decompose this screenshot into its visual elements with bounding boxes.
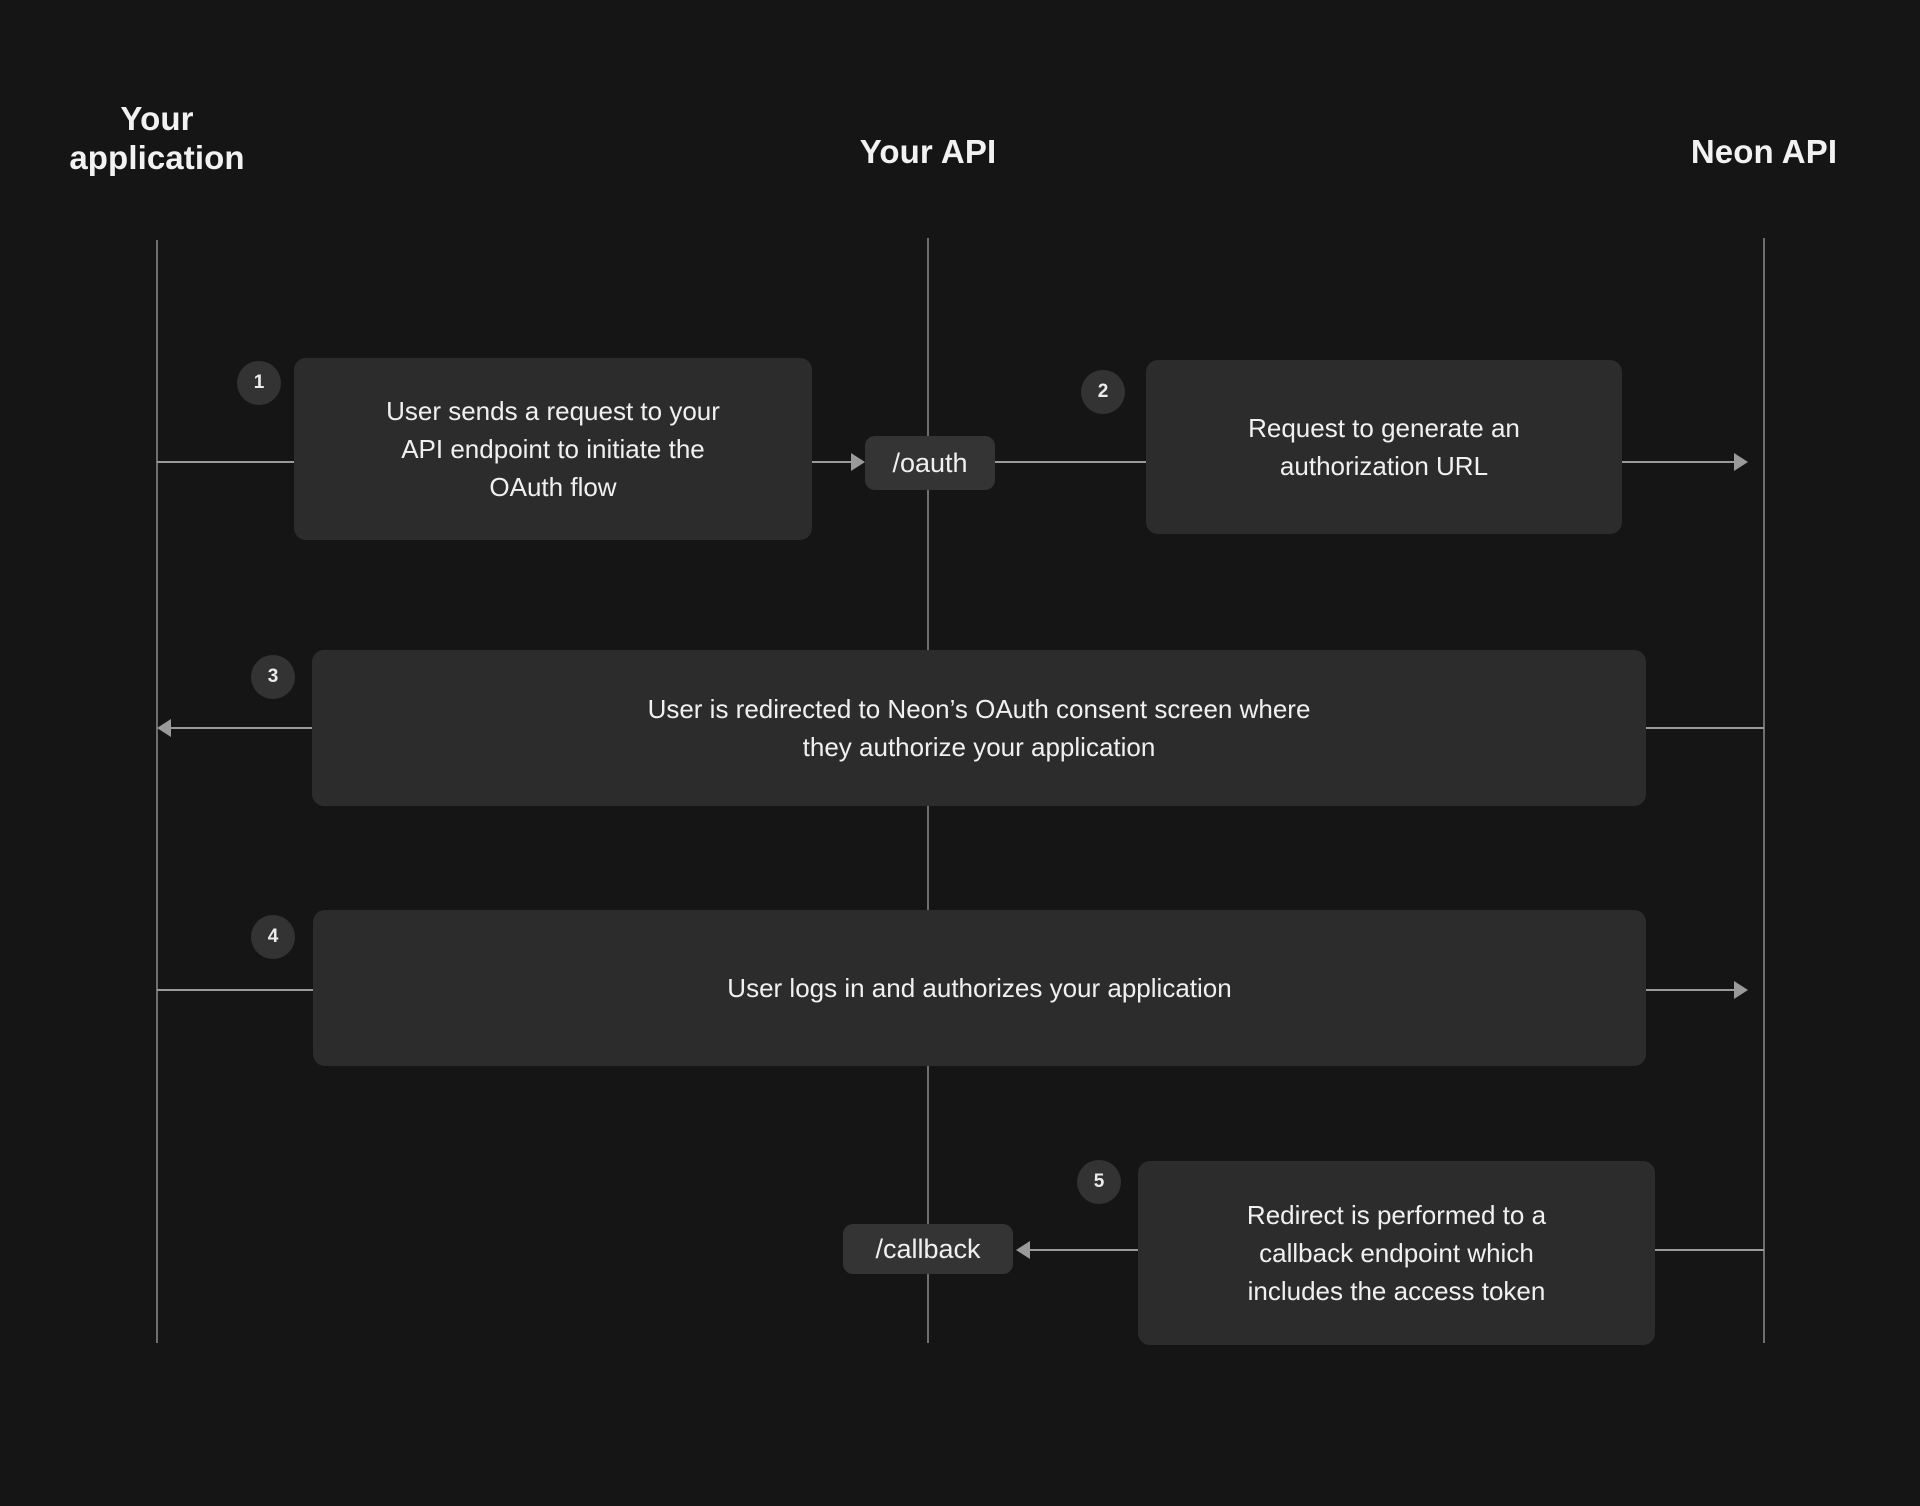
- step-4-badge: 4: [251, 915, 295, 959]
- step-4-number: 4: [267, 926, 279, 947]
- arrowhead-left-step-5: [1016, 1241, 1030, 1259]
- endpoint-pill-oauth-label: /oauth: [892, 447, 968, 478]
- connector-step-5-to-callback: [1030, 1249, 1138, 1251]
- step-1-box: User sends a request to your API endpoin…: [294, 358, 812, 540]
- connector-step-1-inbound: [157, 461, 295, 463]
- endpoint-pill-callback-label: /callback: [875, 1233, 981, 1264]
- step-5-number: 5: [1093, 1171, 1105, 1192]
- connector-step-3-right: [1646, 727, 1764, 729]
- step-4-text: User logs in and authorizes your applica…: [727, 972, 1232, 1003]
- arrowhead-right-step-1: [851, 453, 865, 471]
- connector-step-1-to-oauth: [812, 461, 852, 463]
- lifeline-header-neon-api: Neon API: [1690, 133, 1838, 170]
- step-1-badge: 1: [237, 361, 281, 405]
- step-1-text: User sends a request to your API endpoin…: [386, 395, 720, 503]
- arrowhead-right-step-4: [1734, 981, 1748, 999]
- endpoint-pill-oauth[interactable]: /oauth: [865, 436, 995, 490]
- lifeline-your-application: [156, 240, 158, 1343]
- endpoint-pill-callback[interactable]: /callback: [843, 1224, 1013, 1274]
- connector-step-5-right: [1655, 1249, 1764, 1251]
- step-3-number: 3: [267, 666, 279, 687]
- step-3-text: User is redirected to Neon’s OAuth conse…: [647, 693, 1311, 762]
- step-5-badge: 5: [1077, 1160, 1121, 1204]
- connector-step-4-right: [1646, 989, 1735, 991]
- step-3-badge: 3: [251, 655, 295, 699]
- step-2-text: Request to generate an authorization URL: [1248, 412, 1520, 481]
- step-3-box: User is redirected to Neon’s OAuth conse…: [312, 650, 1646, 806]
- step-2-number: 2: [1097, 381, 1109, 402]
- lifeline-header-your-api: Your API: [859, 133, 997, 170]
- lifeline-header-your-application: Your application: [69, 100, 245, 176]
- step-2-box: Request to generate an authorization URL: [1146, 360, 1622, 534]
- connector-oauth-to-step-2: [995, 461, 1146, 463]
- step-4-box: User logs in and authorizes your applica…: [313, 910, 1646, 1066]
- arrowhead-right-step-2: [1734, 453, 1748, 471]
- step-5-box: Redirect is performed to a callback endp…: [1138, 1161, 1655, 1345]
- connector-step-2-outbound: [1622, 461, 1735, 463]
- step-1-number: 1: [253, 372, 265, 393]
- lifeline-neon-api: [1763, 238, 1765, 1343]
- step-5-text: Redirect is performed to a callback endp…: [1246, 1199, 1547, 1307]
- connector-step-3-left: [171, 727, 312, 729]
- connector-step-4-left: [157, 989, 313, 991]
- step-2-badge: 2: [1081, 370, 1125, 414]
- arrowhead-left-step-3: [157, 719, 171, 737]
